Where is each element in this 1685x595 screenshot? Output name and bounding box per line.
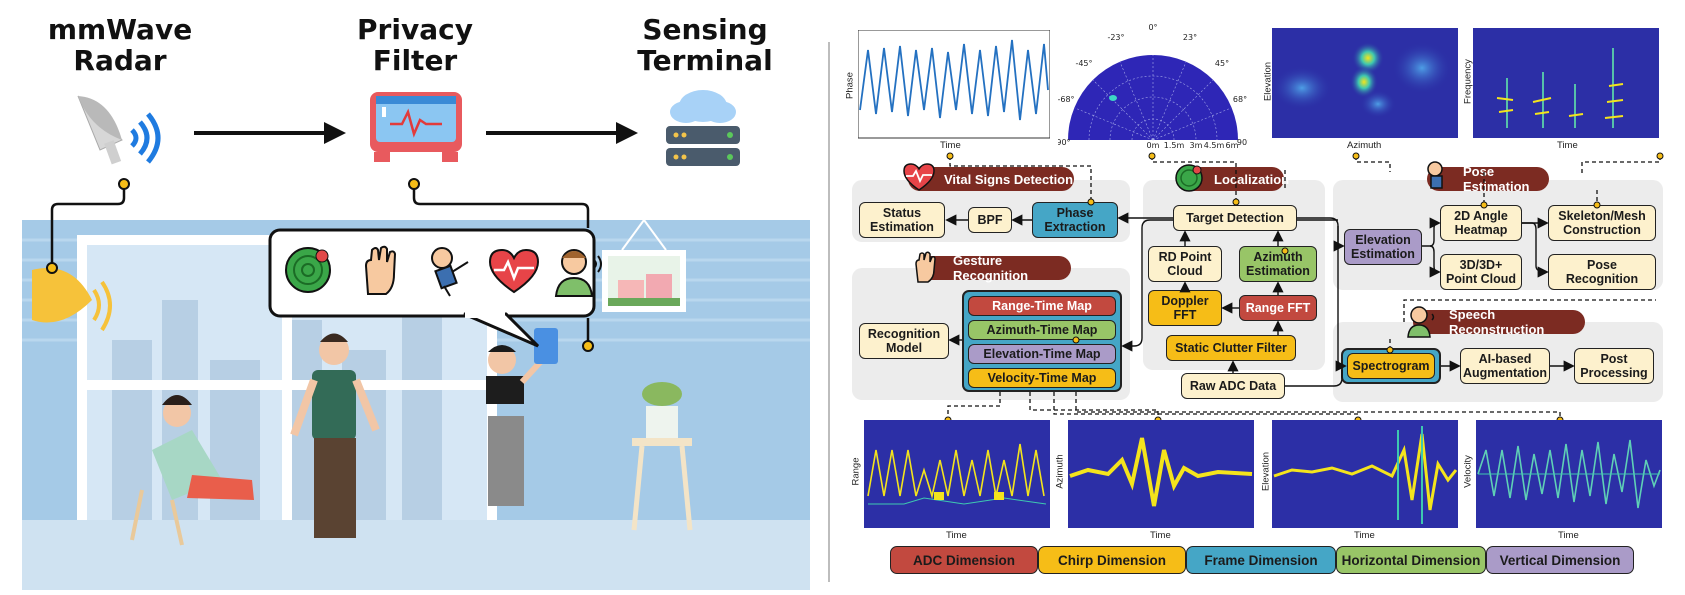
velocity-xlabel: Time bbox=[1558, 530, 1579, 541]
svg-text:-23°: -23° bbox=[1107, 33, 1124, 42]
box-range-fft: Range FFT bbox=[1239, 295, 1317, 321]
hand-icon bbox=[915, 251, 936, 283]
arrow-filter-to-terminal bbox=[486, 122, 638, 144]
monitor-icon bbox=[370, 92, 462, 162]
box-velocity-time-map: Velocity-Time Map bbox=[968, 368, 1116, 388]
box-spectrogram: Spectrogram bbox=[1347, 353, 1435, 379]
left-connectors bbox=[46, 178, 594, 352]
speech-bubble bbox=[268, 228, 596, 348]
speech-icon bbox=[1407, 306, 1435, 338]
box-elevation-estimation: Elevation Estimation bbox=[1344, 229, 1422, 265]
elevation-time-plot bbox=[1272, 420, 1458, 528]
svg-text:6m: 6m bbox=[1226, 141, 1239, 150]
angle-heatmap-plot bbox=[1272, 28, 1458, 138]
legend-frame-dimension: Frame Dimension bbox=[1186, 546, 1336, 574]
arrow-radar-to-filter bbox=[194, 122, 346, 144]
box-elevation-time-map: Elevation-Time Map bbox=[968, 344, 1116, 364]
title-privacy-filter: Privacy Filter bbox=[357, 13, 473, 77]
svg-text:-90°: -90° bbox=[1058, 138, 1071, 147]
title-mmwave-radar: mmWave Radar bbox=[47, 13, 193, 77]
title-sensing-terminal: Sensing Terminal bbox=[637, 13, 773, 77]
phase-xlabel: Time bbox=[940, 140, 961, 151]
spectrogram-ylabel: Frequency bbox=[1462, 59, 1474, 104]
legend-chirp-dimension: Chirp Dimension bbox=[1038, 546, 1186, 574]
label-vital-signs: Vital Signs Detection bbox=[908, 167, 1074, 191]
svg-text:0°: 0° bbox=[1148, 23, 1157, 32]
box-skeleton-mesh: Skeleton/Mesh Construction bbox=[1548, 205, 1656, 241]
label-pose-estimation: Pose Estimation bbox=[1427, 164, 1549, 194]
localization-radar-icon bbox=[285, 247, 331, 293]
spectrogram-xlabel: Time bbox=[1557, 140, 1578, 151]
heartbeat-icon bbox=[488, 248, 540, 294]
box-2d-angle-heatmap: 2D Angle Heatmap bbox=[1440, 205, 1522, 241]
azimuth-ylabel: Azimuth bbox=[1054, 454, 1066, 489]
svg-text:-45°: -45° bbox=[1075, 59, 1092, 68]
svg-text:23°: 23° bbox=[1183, 33, 1197, 42]
box-target-detection: Target Detection bbox=[1173, 205, 1297, 231]
room-scene bbox=[22, 219, 810, 590]
svg-text:68°: 68° bbox=[1233, 95, 1247, 104]
range-xlabel: Time bbox=[946, 530, 967, 541]
label-speech-reconstruction: Speech Reconstruction bbox=[1413, 307, 1585, 337]
polar-plot: 0° -23° 23° -45° 45° -68° 68° -90° 90° 0… bbox=[1058, 23, 1248, 150]
svg-text:45°: 45° bbox=[1215, 59, 1229, 68]
svg-text:1.5m: 1.5m bbox=[1164, 141, 1185, 150]
range-time-plot bbox=[864, 420, 1050, 528]
pose-icon bbox=[1427, 161, 1443, 189]
range-ylabel: Range bbox=[850, 457, 862, 486]
pose-person-icon bbox=[431, 247, 469, 297]
label-gesture-recognition: Gesture Recognition bbox=[917, 253, 1071, 283]
cloud-server-icon bbox=[666, 90, 740, 166]
legend-horizontal-dimension: Horizontal Dimension bbox=[1336, 546, 1486, 574]
legend-adc-dimension: ADC Dimension bbox=[890, 546, 1038, 574]
box-raw-adc-data: Raw ADC Data bbox=[1181, 373, 1285, 399]
phase-waveform-plot bbox=[858, 30, 1050, 139]
legend-vertical-dimension: Vertical Dimension bbox=[1486, 546, 1634, 574]
heatmap-ylabel: Elevation bbox=[1262, 61, 1274, 102]
box-bpf: BPF bbox=[968, 207, 1012, 233]
azimuth-time-plot bbox=[1068, 420, 1254, 528]
phase-ylabel: Phase bbox=[844, 72, 856, 99]
svg-text:4.5m: 4.5m bbox=[1204, 141, 1225, 150]
box-range-time-map: Range-Time Map bbox=[968, 296, 1116, 316]
elevation-ylabel: Elevation bbox=[1260, 451, 1272, 492]
localization-icon bbox=[1175, 164, 1203, 192]
svg-text:-68°: -68° bbox=[1058, 95, 1075, 104]
velocity-ylabel: Velocity bbox=[1462, 455, 1474, 488]
frequency-spectrogram-plot bbox=[1473, 28, 1659, 138]
box-post-processing: Post Processing bbox=[1574, 348, 1654, 384]
box-phase-extraction: Phase Extraction bbox=[1032, 202, 1118, 238]
divider bbox=[828, 42, 830, 582]
azimuth-xlabel: Time bbox=[1150, 530, 1171, 541]
velocity-time-plot bbox=[1476, 420, 1662, 528]
tablet-icon bbox=[534, 328, 558, 364]
box-status-estimation: Status Estimation bbox=[859, 202, 945, 238]
flow-arrows bbox=[944, 152, 1664, 424]
elevation-xlabel: Time bbox=[1354, 530, 1375, 541]
box-pose-recognition: Pose Recognition bbox=[1548, 254, 1656, 290]
heatmap-xlabel: Azimuth bbox=[1347, 140, 1382, 151]
box-3d-point-cloud: 3D/3D+ Point Cloud bbox=[1440, 254, 1522, 290]
svg-text:90°: 90° bbox=[1237, 138, 1248, 147]
box-azimuth-time-map: Azimuth-Time Map bbox=[968, 320, 1116, 340]
gesture-hand-icon bbox=[364, 245, 397, 295]
svg-text:0m: 0m bbox=[1147, 141, 1160, 150]
heart-icon bbox=[903, 163, 935, 191]
svg-text:3m: 3m bbox=[1190, 141, 1203, 150]
speech-person-icon bbox=[554, 249, 602, 297]
box-ai-augmentation: AI-based Augmentation bbox=[1460, 348, 1550, 384]
radar-icon bbox=[77, 95, 161, 165]
box-azimuth-estimation: Azimuth Estimation bbox=[1239, 246, 1317, 282]
